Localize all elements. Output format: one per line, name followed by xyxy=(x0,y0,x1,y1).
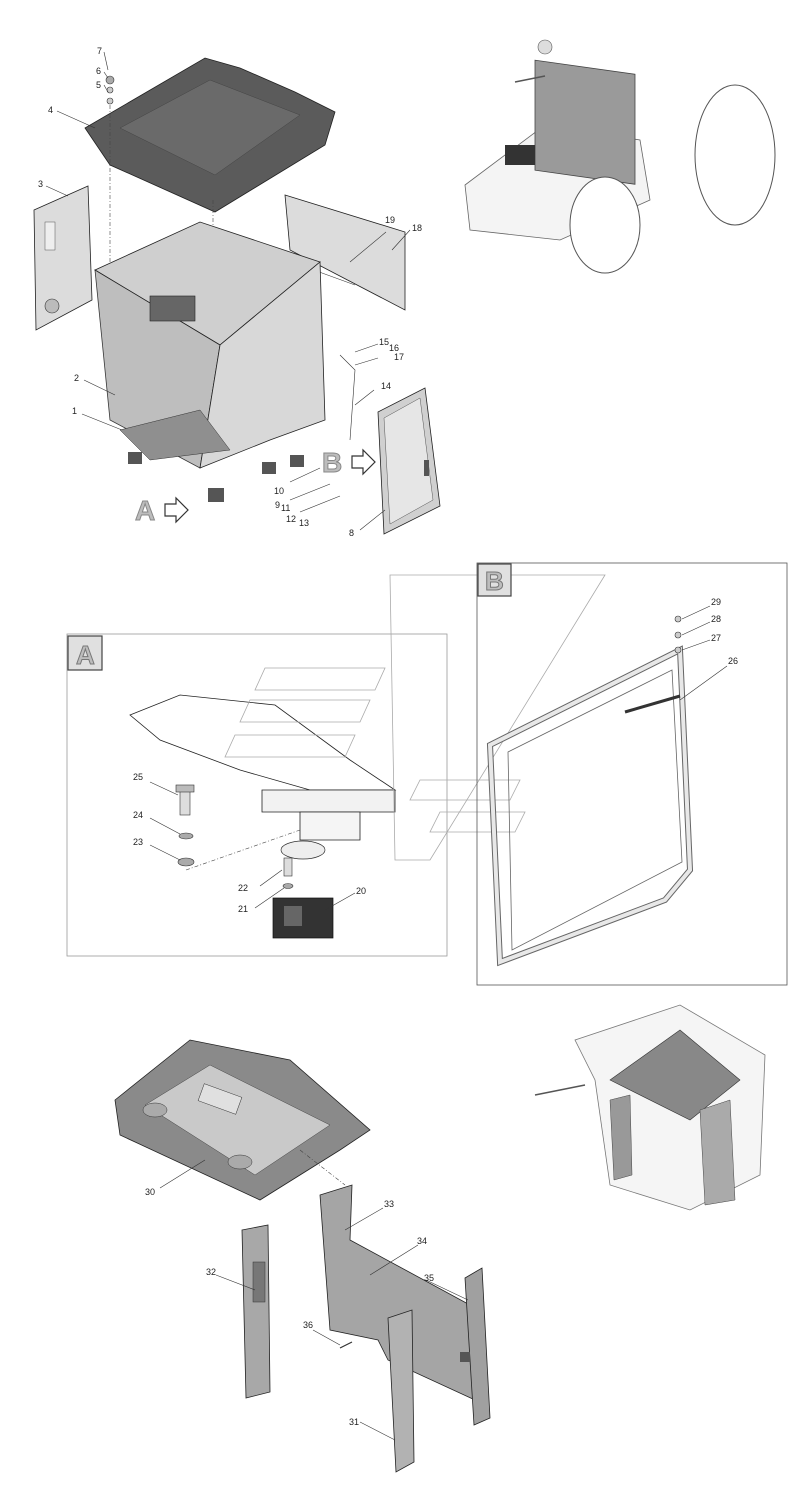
callout-5: 5 xyxy=(96,80,101,90)
bolts-9-13 xyxy=(289,467,341,513)
callout-labels: 1 2 3 4 5 6 7 8 9 10 11 12 13 14 15 16 1… xyxy=(38,46,738,1427)
callout-19: 19 xyxy=(385,215,395,225)
callout-16: 16 xyxy=(389,343,399,353)
side-window-part-18 xyxy=(284,194,406,311)
watermark-logo xyxy=(224,574,606,861)
callout-23: 23 xyxy=(133,837,143,847)
tractor-overview-image xyxy=(464,39,776,274)
pillar-trim-part-32 xyxy=(241,1224,271,1399)
callout-32: 32 xyxy=(206,1267,216,1277)
callout-17: 17 xyxy=(394,352,404,362)
leader-lines xyxy=(45,51,728,1441)
callout-20: 20 xyxy=(356,886,366,896)
cab-frame-part-1-2 xyxy=(94,221,326,502)
callout-28: 28 xyxy=(711,614,721,624)
cab-roof-part-4 xyxy=(84,57,336,213)
svg-text:B: B xyxy=(485,566,504,596)
callout-2: 2 xyxy=(74,373,79,383)
door-part-8 xyxy=(377,387,441,535)
detail-a-frame: A xyxy=(66,633,448,957)
callout-11: 11 xyxy=(281,503,290,513)
callout-34: 34 xyxy=(417,1236,427,1246)
bolt-part-22 xyxy=(283,857,293,877)
callout-33: 33 xyxy=(384,1199,394,1209)
callout-15: 15 xyxy=(379,337,389,347)
callout-35: 35 xyxy=(424,1273,434,1283)
callout-22: 22 xyxy=(238,883,248,893)
callout-30: 30 xyxy=(145,1187,155,1197)
pillar-trim-part-31 xyxy=(387,1309,415,1473)
callout-1: 1 xyxy=(72,406,77,416)
callout-10: 10 xyxy=(274,486,284,496)
callout-31: 31 xyxy=(349,1417,359,1427)
callout-25: 25 xyxy=(133,772,143,782)
detail-a-mount xyxy=(129,694,397,939)
callout-24: 24 xyxy=(133,810,143,820)
strut-fasteners-27-29 xyxy=(674,615,682,654)
cab-interior-overview-image xyxy=(534,1004,766,1211)
callout-9: 9 xyxy=(275,500,280,510)
door-frame-detail-b xyxy=(486,645,694,967)
callout-13: 13 xyxy=(299,518,309,528)
callout-4: 4 xyxy=(48,105,53,115)
washer-part-24 xyxy=(178,832,194,840)
callout-7: 7 xyxy=(97,46,102,56)
grab-handle-part-14 xyxy=(339,354,356,441)
view-b-arrow: B xyxy=(322,447,376,479)
view-a-arrow: A xyxy=(135,495,189,527)
svg-text:A: A xyxy=(76,640,95,670)
gas-strut-part-26 xyxy=(624,694,681,714)
headliner-part-30 xyxy=(114,1039,371,1201)
callout-26: 26 xyxy=(728,656,738,666)
washer-part-21 xyxy=(282,883,294,889)
callout-27: 27 xyxy=(711,633,721,643)
callout-21: 21 xyxy=(238,904,248,914)
detail-b-frame: B xyxy=(476,562,788,986)
callout-18: 18 xyxy=(412,223,422,233)
callout-12: 12 xyxy=(286,514,296,524)
callout-6: 6 xyxy=(96,66,101,76)
callout-14: 14 xyxy=(381,381,391,391)
callout-36: 36 xyxy=(303,1320,313,1330)
callout-3: 3 xyxy=(38,179,43,189)
bolt-part-25 xyxy=(175,784,195,816)
callout-29: 29 xyxy=(711,597,721,607)
callout-8: 8 xyxy=(349,528,354,538)
svg-text:A: A xyxy=(135,495,155,526)
screw-part-36 xyxy=(339,1341,353,1349)
washer-part-23 xyxy=(177,857,195,867)
rear-window-part-3 xyxy=(33,185,93,331)
svg-text:B: B xyxy=(322,447,342,478)
pillar-trim-part-35 xyxy=(460,1267,491,1426)
